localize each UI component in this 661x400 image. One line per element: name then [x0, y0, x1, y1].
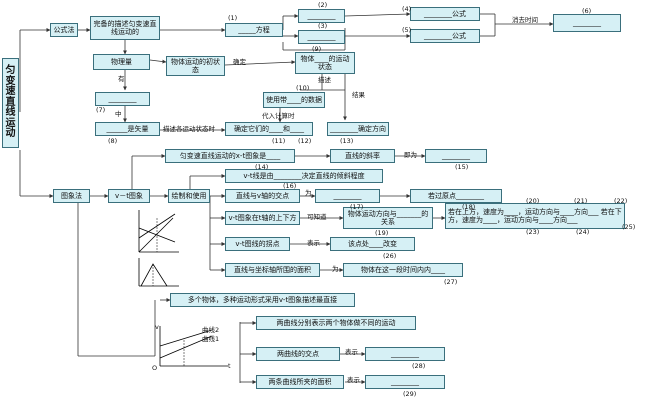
marker-4: (4) — [402, 5, 412, 13]
curve-1-label: 曲线1 — [202, 335, 220, 343]
label-describe: 描述 — [318, 76, 331, 84]
marker-20: (20) — [526, 197, 540, 205]
label-indicate: 可知道 — [307, 213, 327, 221]
marker-9: (9) — [312, 45, 322, 53]
xt-image: 匀变速直线运动的x-t图象是____ — [165, 149, 295, 163]
formula-1: ________公式 — [410, 7, 480, 21]
axis-v-label: v — [155, 323, 159, 331]
marker-17: (17) — [350, 203, 364, 211]
root-topic: 匀变速直线运动 — [2, 58, 19, 148]
marker-21: (21) — [574, 197, 588, 205]
physical-quantity: 物理量 — [93, 54, 150, 70]
vector-box: ______是矢量 — [95, 122, 160, 136]
formula-2: ________公式 — [410, 29, 480, 43]
marker-22: (22) — [614, 197, 628, 205]
label-is: 即为 — [404, 151, 417, 159]
marker-6: (6) — [582, 7, 592, 15]
direction-relation: 物体运动方向与_______的关系 — [343, 207, 433, 229]
determine-and: 确定它们的____和____ — [225, 122, 313, 136]
multi-objects: 多个物体，多种运动形式采用v-t图象描述最直接 — [170, 293, 355, 307]
two-cross-result: ________ — [365, 347, 445, 361]
marker-19: (19) — [375, 229, 389, 237]
label-substitute: 代入计算时 — [262, 112, 295, 120]
marker-15: (15) — [455, 163, 469, 171]
formula-method: 公式法 — [50, 23, 78, 37]
slope-box: 直线的斜率 — [330, 149, 395, 163]
marker-16: (16) — [283, 182, 297, 190]
label-eliminate-time: 消去时间 — [512, 16, 538, 24]
marker-2: (2) — [318, 1, 328, 9]
marker-18: (18) — [462, 203, 476, 211]
marker-3: (3) — [318, 22, 328, 30]
marker-5: (5) — [402, 26, 412, 34]
label-show-2: 表示 — [345, 348, 358, 356]
marker-25: (25) — [622, 223, 636, 231]
eq-mid-blank: ________ — [298, 30, 345, 44]
label-have: 有 — [118, 75, 125, 83]
graph-method: 图象法 — [53, 189, 90, 203]
draw-use: 绘制和使用 — [168, 189, 210, 203]
area-box: 直线与坐标轴所围的面积 — [225, 263, 320, 277]
motion-state: 物体____的运动状态 — [295, 52, 355, 74]
vt-graph-lines — [138, 210, 179, 253]
two-area-result: ________ — [365, 375, 445, 389]
marker-12: (12) — [298, 137, 312, 145]
direction-box: ________确定方向 — [327, 122, 389, 136]
marker-13: (13) — [340, 137, 354, 145]
above-below: 若在上方，速度为____，运动方向与____方向___ 若在下方，速度为____… — [445, 203, 625, 229]
marker-26: (26) — [383, 252, 397, 260]
label-describe-states: 描述各运动状态时 — [163, 125, 215, 133]
label-is-2: 为 — [305, 189, 312, 197]
formula-definition: 完备的描述匀变速直线运动的 — [90, 16, 160, 40]
vt-graph-two-curves — [159, 326, 228, 367]
vt-image: v－t图象 — [108, 189, 150, 203]
label-show-3: 表示 — [347, 376, 360, 384]
turn-point: v-t图线的拐点 — [225, 237, 290, 251]
eq-top-blank: ________ — [298, 9, 345, 23]
intersect-v: 直线与v轴的交点 — [225, 189, 300, 203]
label-determine: 确定 — [233, 58, 246, 66]
marker-24: (24) — [576, 228, 590, 236]
marker-28: (28) — [412, 362, 426, 370]
axis-t-label: t — [228, 362, 231, 370]
use-data: 使用带____的数据 — [263, 92, 325, 108]
slope-result: ________ — [425, 149, 487, 163]
label-is-3: 为 — [332, 265, 339, 273]
time-result: ________ — [553, 14, 621, 32]
label-neutral: 中 — [115, 110, 122, 118]
marker-10: (10) — [296, 84, 310, 92]
marker-23: (23) — [526, 228, 540, 236]
through-origin: 若过原点________ — [410, 189, 502, 203]
decide-slope: v-t线是由________决定直线的倾斜程度 — [225, 169, 383, 183]
two-cross: 两曲线的交点 — [256, 347, 340, 361]
blank-10: ________ — [95, 92, 150, 106]
area-result: 物体在这一段时间内内____ — [343, 263, 463, 277]
curve-2-label: 曲线2 — [202, 326, 220, 334]
marker-8: (8) — [108, 137, 118, 145]
label-result: 结果 — [352, 91, 365, 99]
intersect-v-result: ________ — [315, 189, 380, 203]
marker-1: (1) — [228, 14, 238, 22]
label-show: 表示 — [307, 239, 320, 247]
vt-graph-turn — [138, 258, 179, 287]
two-lines: 两曲线分别表示两个物体做不同的运动 — [256, 316, 416, 330]
marker-27: (27) — [444, 278, 458, 286]
marker-29: (29) — [403, 390, 417, 398]
marker-7: (7) — [96, 106, 106, 114]
upper-lower: v-t图象在t轴的上下方 — [225, 211, 300, 225]
marker-14: (14) — [255, 163, 269, 171]
axis-origin-label: O — [152, 364, 158, 372]
two-area: 两条曲线所夹的面积 — [256, 375, 344, 389]
equation-box: _____方程 — [225, 23, 283, 37]
marker-11: (11) — [272, 137, 286, 145]
turn-result: 该点处____改变 — [330, 237, 415, 251]
initial-state: 物体运动的初状态 — [166, 56, 225, 76]
